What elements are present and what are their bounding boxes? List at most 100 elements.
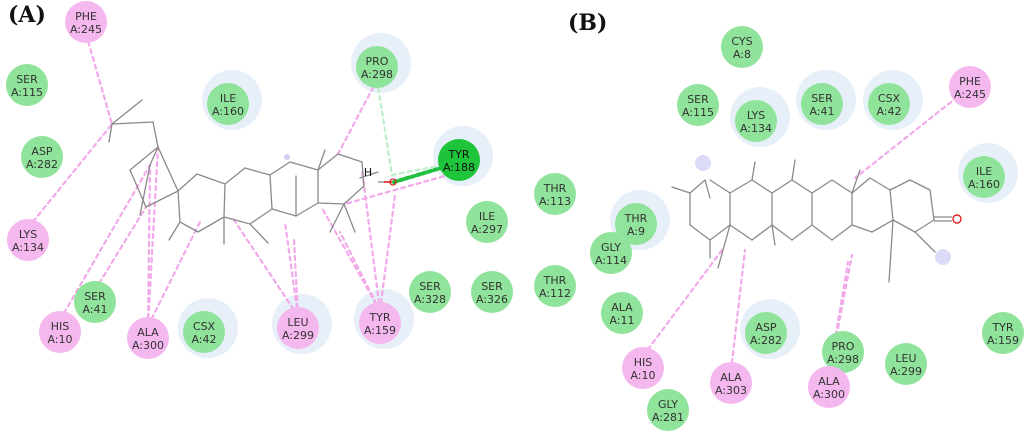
alkyl-contact-line — [641, 248, 724, 358]
residue-name: ALA — [720, 371, 742, 384]
alkyl-contact-line — [729, 248, 747, 373]
residue-disc — [590, 232, 632, 274]
residue-disc — [885, 343, 927, 385]
residue-name: SER — [481, 280, 503, 293]
residue-layer: PHEA:245SERA:115ASPA:282LYSA:134ILEA:160… — [6, 1, 1024, 431]
alkyl-contact-line — [84, 32, 114, 126]
residue-name: CSX — [193, 320, 216, 333]
residue-disc — [745, 312, 787, 354]
residue-disc — [207, 83, 249, 125]
residue-number: A:114 — [595, 254, 627, 267]
alkyl-contact-line — [336, 78, 379, 156]
residue-name: PRO — [366, 55, 389, 68]
residue-number: A:299 — [890, 365, 922, 378]
residue-number: A:303 — [715, 384, 747, 397]
residue-number: A:297 — [471, 223, 503, 236]
residue-number: A:326 — [476, 293, 508, 306]
residue-name: SER — [687, 93, 709, 106]
panel-a-label: (A) — [8, 2, 46, 28]
residue-name: ALA — [137, 326, 159, 339]
alkyl-contact-line — [360, 168, 382, 313]
residue-disc — [982, 312, 1024, 354]
residue-number: A:281 — [652, 411, 684, 424]
residue-disc — [601, 292, 643, 334]
residue-name: SER — [419, 280, 441, 293]
residue-name: SER — [16, 73, 38, 86]
residue-disc — [21, 136, 63, 178]
residue-number: A:159 — [364, 324, 396, 337]
residue-name: THR — [543, 274, 567, 287]
residue-disc — [534, 265, 576, 307]
alkyl-contact-line — [146, 220, 202, 328]
alkyl-contact-line — [93, 205, 148, 292]
alkyl-contact-line — [853, 85, 972, 180]
residue-disc — [647, 389, 689, 431]
residue-disc — [471, 271, 513, 313]
residue-number: A:282 — [750, 334, 782, 347]
residue-name: PHE — [75, 10, 97, 23]
residue-number: A:41 — [82, 303, 107, 316]
residue-name: LEU — [895, 352, 916, 365]
residue-number: A:11 — [609, 314, 634, 327]
residue-number: A:10 — [630, 369, 655, 382]
residue-disc — [868, 83, 910, 125]
residue-name: PRO — [832, 340, 855, 353]
residue-name: TYR — [447, 148, 469, 161]
residue-name: SER — [811, 92, 833, 105]
residue-name: TYR — [991, 321, 1013, 334]
alkyl-contact-line — [146, 145, 160, 328]
interaction-lines — [26, 32, 972, 377]
residue-name: LYS — [747, 109, 765, 122]
residue-disc — [183, 311, 225, 353]
alkyl-contact-line — [58, 163, 152, 322]
ligand-structures — [108, 99, 962, 283]
residue-name: SER — [84, 290, 106, 303]
residue-disc — [615, 203, 657, 245]
residue-number: A:160 — [212, 105, 244, 118]
alkyl-contact-line — [378, 193, 397, 313]
residue-disc — [359, 302, 401, 344]
residue-number: A:8 — [733, 48, 751, 61]
residue-number: A:113 — [539, 195, 571, 208]
residue-name: ALA — [611, 301, 633, 314]
residue-disc — [39, 311, 81, 353]
residue-number: A:115 — [11, 86, 43, 99]
alkyl-contact-line — [283, 220, 300, 318]
alkyl-contact-line — [146, 163, 152, 328]
residue-number: A:245 — [954, 88, 986, 101]
residue-number: A:42 — [191, 333, 216, 346]
residue-name: CYS — [731, 35, 752, 48]
residue-number: A:115 — [682, 106, 714, 119]
alkyl-contact-line — [230, 215, 300, 318]
residue-number: A:328 — [414, 293, 446, 306]
residue-name: TYR — [368, 311, 390, 324]
residue-number: A:282 — [26, 158, 58, 171]
residue-name: GLY — [658, 398, 678, 411]
residue-name: ILE — [976, 165, 992, 178]
